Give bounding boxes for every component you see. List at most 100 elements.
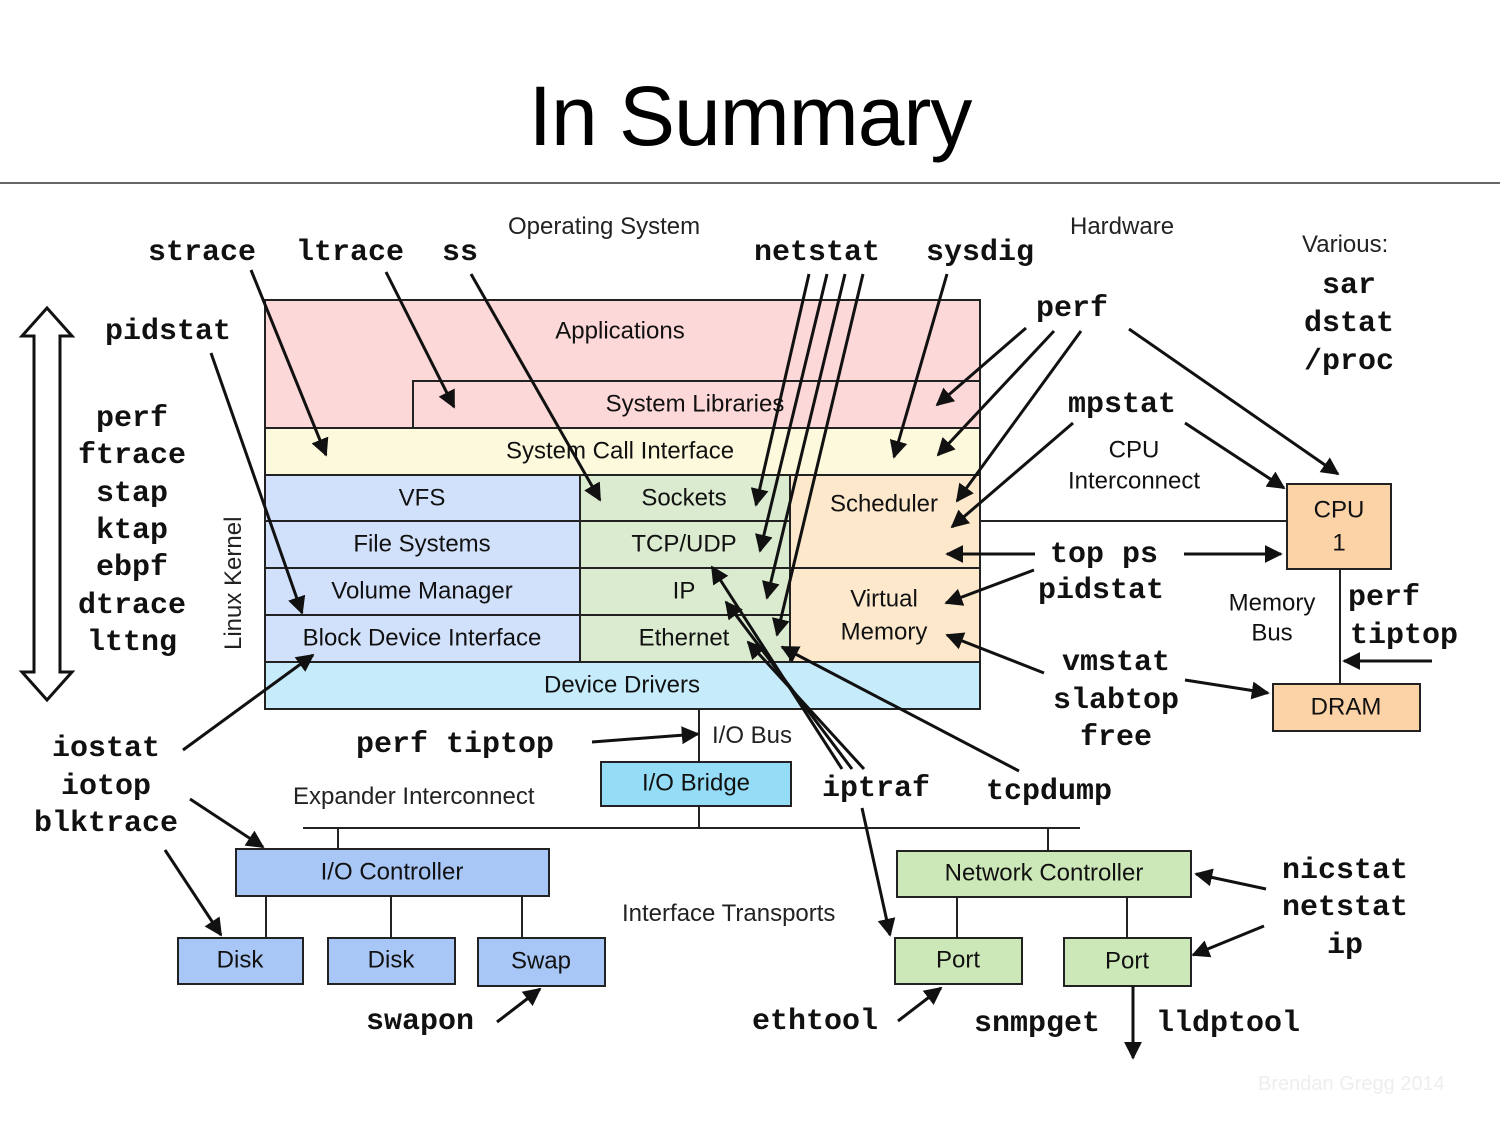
tool-proc: /proc	[1304, 345, 1394, 379]
label-system-libraries: System Libraries	[606, 390, 785, 417]
title-divider	[0, 182, 1500, 184]
watermark: Brendan Gregg 2014	[1258, 1073, 1445, 1095]
arrow-vmstat-vm	[945, 632, 1045, 675]
layer-tcp-udp	[579, 520, 791, 569]
tool-sar: sar	[1322, 269, 1376, 303]
arrow-perf-cpu	[1128, 327, 1340, 476]
tool-iptraf: iptraf	[822, 772, 930, 806]
arrow-mpstat-scheduler	[950, 421, 1074, 529]
label-file-systems: File Systems	[353, 530, 490, 557]
tool-sysdig: sysdig	[926, 236, 1034, 270]
arrow-iotop	[189, 797, 265, 849]
label-tcp-udp: TCP/UDP	[631, 530, 736, 557]
cpu-box	[1286, 483, 1392, 570]
arrow-netstat-tcp	[755, 273, 829, 553]
arrow-vmstat-dram	[1184, 678, 1270, 700]
arrow-netstat-ip	[762, 273, 847, 600]
tool-pidstat-left: pidstat	[105, 315, 231, 349]
label-dram: DRAM	[1311, 693, 1382, 720]
arrow-perf-scheduler	[955, 330, 1083, 503]
label-linux-kernel: Linux Kernel	[220, 517, 247, 650]
tool-ip: ip	[1327, 929, 1363, 963]
label-ethernet: Ethernet	[639, 624, 730, 651]
tool-ethtool: ethtool	[752, 1005, 878, 1039]
tool-ebpf: ebpf	[96, 551, 168, 585]
arrows	[163, 269, 1432, 1060]
label-network-controller: Network Controller	[945, 859, 1144, 886]
label-virtual-memory-2: Memory	[841, 618, 928, 645]
tool-netstat-nic: netstat	[1282, 891, 1408, 925]
arrow-ltrace	[384, 271, 456, 409]
label-interface-transports: Interface Transports	[622, 900, 835, 927]
io-controller-box	[235, 848, 550, 897]
tool-slabtop: slabtop	[1053, 684, 1179, 718]
layer-system-libraries	[412, 380, 981, 429]
port2-box	[1063, 937, 1192, 987]
arrow-sysdig	[889, 273, 949, 459]
label-port2: Port	[1105, 947, 1149, 974]
arrow-ethtool	[897, 986, 943, 1023]
arrow-blktrace	[163, 849, 223, 937]
tool-strace: strace	[148, 236, 256, 270]
arrow-iostat	[182, 653, 315, 752]
network-controller-box	[896, 850, 1192, 898]
layer-device-drivers	[264, 661, 981, 710]
arrow-swapon	[496, 987, 542, 1024]
label-hardware: Hardware	[1070, 213, 1174, 240]
slide-title: In Summary	[528, 69, 973, 163]
label-sockets: Sockets	[641, 484, 726, 511]
label-memory-bus-2: Bus	[1251, 619, 1292, 646]
disk1-box	[177, 937, 304, 985]
arrow-pidstat-vm	[944, 568, 1035, 606]
tool-tcpdump: tcpdump	[986, 775, 1112, 809]
label-swap: Swap	[511, 947, 571, 974]
arrow-perf-tiptop-io	[591, 726, 700, 745]
tool-swapon: swapon	[366, 1005, 474, 1039]
label-block-device-interface: Block Device Interface	[303, 624, 542, 651]
arrow-tcpdump	[780, 645, 1020, 773]
arrow-mpstat-cpu	[1184, 421, 1286, 490]
layer-vfs	[264, 474, 581, 522]
arrow-nicstat-controller	[1194, 868, 1267, 891]
tool-mpstat: mpstat	[1068, 388, 1176, 422]
tool-free: free	[1080, 721, 1152, 755]
tracer-list: perf ftrace stap ktap ebpf dtrace lttng	[78, 402, 186, 660]
port1-box	[894, 937, 1023, 985]
arrow-nicstat-port	[1191, 924, 1265, 958]
tool-vmstat: vmstat	[1062, 646, 1170, 680]
label-applications: Applications	[555, 317, 684, 344]
arrow-netstat-sockets	[750, 273, 811, 507]
tool-iostat: iostat	[52, 732, 160, 766]
label-system-call-interface: System Call Interface	[506, 437, 734, 464]
label-expander-interconnect: Expander Interconnect	[293, 783, 535, 810]
label-cpu-interconnect-1: CPU	[1109, 436, 1160, 463]
arrow-strace	[249, 269, 329, 457]
label-cpu: CPU	[1314, 496, 1365, 523]
arrow-pidstat-left	[209, 352, 306, 615]
label-scheduler: Scheduler	[830, 490, 938, 517]
arrow-ss	[469, 273, 602, 502]
tool-nicstat: nicstat	[1282, 854, 1408, 888]
vertical-double-arrow-icon	[18, 305, 76, 703]
label-io-controller: I/O Controller	[321, 858, 464, 885]
tool-dtrace: dtrace	[78, 589, 186, 623]
tool-ss: ss	[442, 236, 478, 270]
swap-box	[477, 937, 606, 987]
label-operating-system: Operating System	[508, 213, 700, 240]
label-memory-bus-1: Memory	[1229, 589, 1316, 616]
arrow-iptraf-port	[860, 807, 896, 937]
label-vfs: VFS	[399, 484, 446, 511]
label-volume-manager: Volume Manager	[331, 577, 512, 604]
arrow-netstat-ethernet	[771, 273, 865, 637]
label-io-bridge: I/O Bridge	[642, 769, 750, 796]
label-cpu-interconnect-2: Interconnect	[1068, 467, 1200, 494]
label-device-drivers: Device Drivers	[544, 671, 700, 698]
layer-virtual-memory	[789, 567, 981, 663]
tool-lttng: lttng	[87, 626, 177, 660]
tool-ftrace: ftrace	[78, 439, 186, 473]
tool-pidstat-right: pidstat	[1038, 574, 1164, 608]
dram-box	[1272, 683, 1421, 732]
arrow-perf-syscall	[936, 329, 1056, 457]
label-io-bus: I/O Bus	[712, 722, 792, 749]
